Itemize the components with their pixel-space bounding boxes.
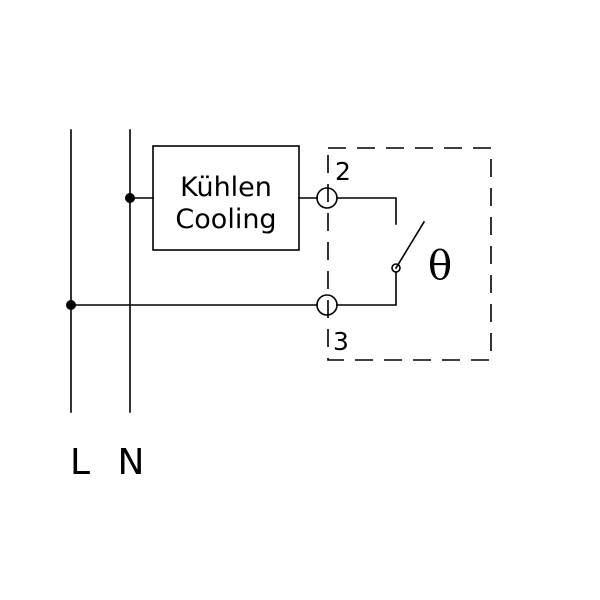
conductor-n-label: N bbox=[118, 442, 145, 483]
load-box-label-de: Kühlen bbox=[180, 172, 272, 203]
terminal-3-label: 3 bbox=[333, 327, 349, 356]
switch-pivot bbox=[391, 263, 401, 273]
terminal-2-label: 2 bbox=[335, 157, 351, 186]
terminal-3 bbox=[316, 294, 338, 316]
conductor-l-label: L bbox=[70, 442, 90, 483]
switch-upper-lead bbox=[336, 197, 397, 225]
thermostat-enclosure bbox=[327, 147, 492, 361]
terminal-2 bbox=[316, 187, 338, 209]
thermostat-theta-symbol: θ bbox=[428, 243, 452, 289]
switch-lower-lead bbox=[336, 271, 397, 306]
load-box-label-en: Cooling bbox=[175, 204, 276, 235]
switch-blade bbox=[394, 220, 426, 270]
